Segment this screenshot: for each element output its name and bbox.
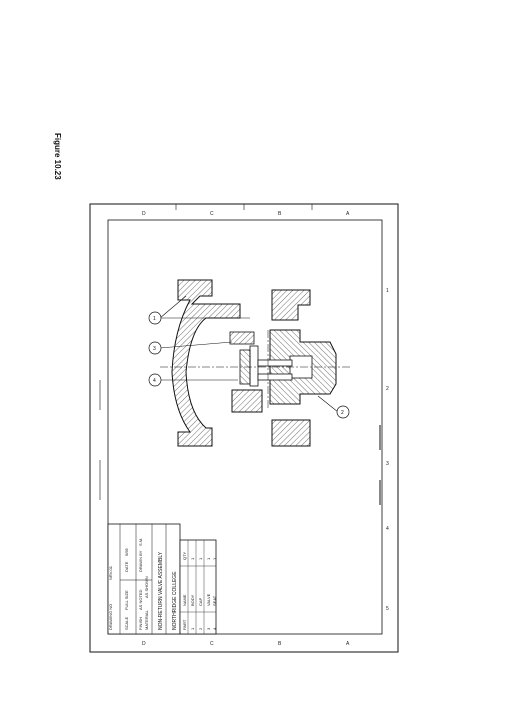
centre-lines xyxy=(160,317,350,410)
svg-text:BODY: BODY xyxy=(190,594,195,606)
zone-number: 3 xyxy=(386,461,389,467)
part-row: 3 VALVE 1 xyxy=(206,557,211,630)
svg-text:1: 1 xyxy=(198,557,203,560)
col-qty: QTY xyxy=(182,551,187,560)
balloon-4: 4 xyxy=(148,373,162,387)
part-row: 4 SEAT 1 xyxy=(212,557,217,630)
leader-lines xyxy=(159,295,339,413)
zone-markers: D C B A D C B A 1 2 3 4 5 xyxy=(99,204,389,647)
svg-text:1: 1 xyxy=(212,557,217,560)
zone-number: 1 xyxy=(386,288,389,294)
zone-letter: C xyxy=(210,211,214,217)
svg-text:SEAT: SEAT xyxy=(212,595,217,606)
balloon-1: 1 xyxy=(148,311,162,325)
svg-text:4: 4 xyxy=(212,627,217,630)
zone-letter: D xyxy=(142,641,146,647)
date-label: DATE xyxy=(124,561,129,572)
material-value: AS SHOWN xyxy=(144,576,149,598)
zone-letter: B xyxy=(278,211,282,217)
balloon-2: 2 xyxy=(336,405,350,419)
svg-text:3: 3 xyxy=(153,346,156,352)
part-row: 1 BODY 1 xyxy=(190,557,195,630)
valve-body xyxy=(171,279,311,447)
zone-letter: D xyxy=(142,211,146,217)
date-value: 5/95 xyxy=(124,547,129,556)
zone-letter: C xyxy=(210,641,214,647)
drawing-title: NON-RETURN VALVE ASSEMBLY xyxy=(158,551,164,630)
college-name: NORTHRIDGE COLLEGE xyxy=(172,571,178,630)
svg-text:1: 1 xyxy=(190,627,195,630)
finish-label: FINISH xyxy=(138,617,143,630)
col-name: NAME xyxy=(182,594,187,606)
balloon-3: 3 xyxy=(148,341,162,355)
svg-text:2: 2 xyxy=(341,410,344,416)
svg-text:1: 1 xyxy=(206,557,211,560)
zone-letter: A xyxy=(346,641,350,647)
svg-text:1: 1 xyxy=(153,316,156,322)
svg-text:1: 1 xyxy=(190,557,195,560)
col-part: PART xyxy=(182,619,187,630)
zone-letter: B xyxy=(278,641,282,647)
drawn-by-value: S.M. xyxy=(138,538,143,546)
svg-text:CAP: CAP xyxy=(198,597,203,606)
zone-number: 4 xyxy=(386,526,389,532)
dwg-no: NRV-01 xyxy=(108,565,113,580)
zone-letter: A xyxy=(346,211,350,217)
svg-text:VALVE: VALVE xyxy=(206,593,211,606)
scale-label: SCALE xyxy=(124,617,129,630)
svg-text:3: 3 xyxy=(206,627,211,630)
svg-text:4: 4 xyxy=(153,378,156,384)
scale-value: FULL SIZE xyxy=(124,590,129,610)
zone-number: 5 xyxy=(386,606,389,612)
title-block: DRAWING NO NRV-01 SCALE FULL SIZE DATE 5… xyxy=(107,523,217,635)
finish-value: AS NOTED xyxy=(138,589,143,610)
dwg-no-label: DRAWING NO xyxy=(108,604,113,630)
part-row: 2 CAP 1 xyxy=(198,557,203,630)
zone-number: 2 xyxy=(386,386,389,392)
drawn-by-label: DRAWN BY xyxy=(138,550,143,572)
material-label: MATERIAL xyxy=(144,610,149,630)
svg-text:2: 2 xyxy=(198,627,203,630)
